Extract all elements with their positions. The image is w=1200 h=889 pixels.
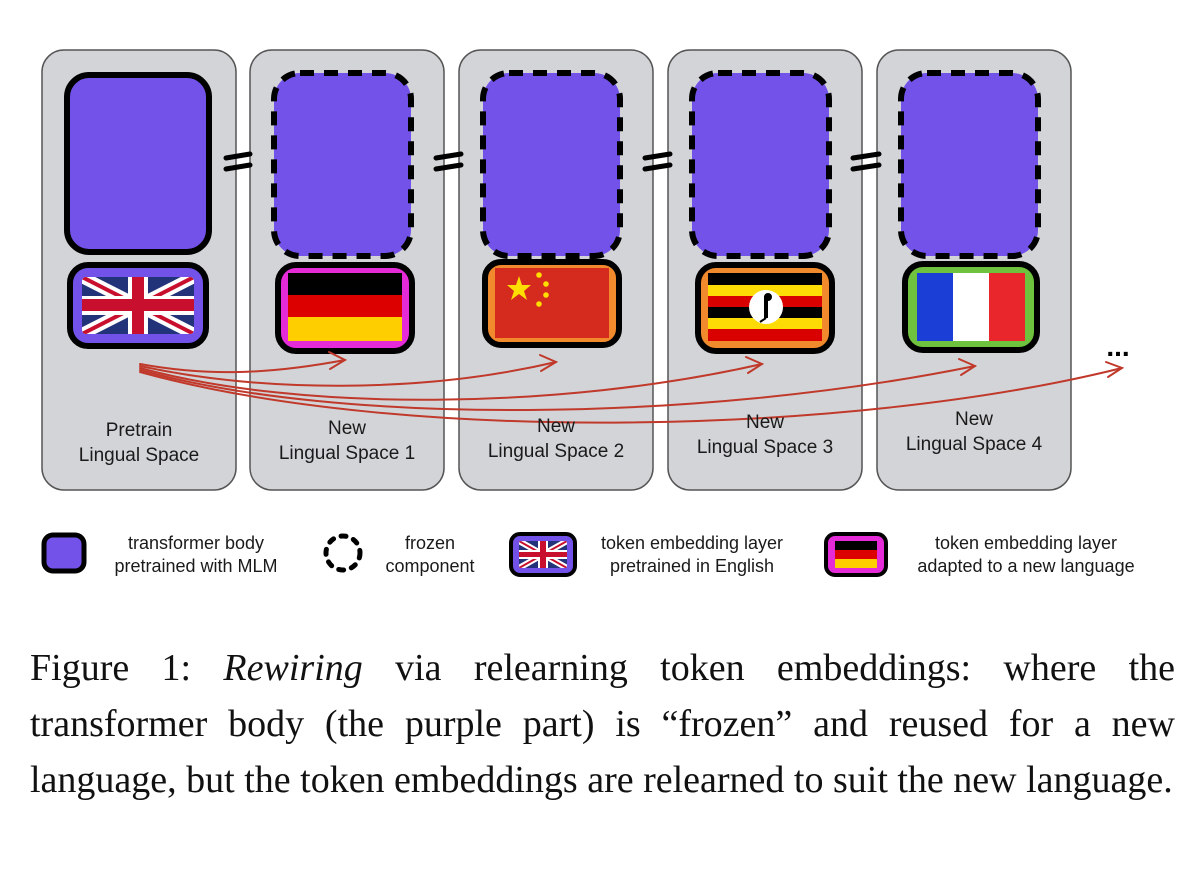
transformer-body-frozen-2 — [480, 70, 623, 259]
legend-pretrained-line2: pretrained in English — [610, 556, 774, 576]
france-flag-icon — [902, 261, 1040, 353]
arrow-to-space-3 — [139, 363, 763, 401]
equals-sign-2 — [433, 151, 464, 172]
legend-pretrained-line1: token embedding layer — [601, 533, 783, 553]
germany-flag-icon — [275, 262, 415, 354]
transformer-body-frozen-3 — [689, 70, 832, 259]
transformer-body-frozen-4 — [898, 70, 1041, 259]
relearning-arrows — [139, 351, 1125, 424]
equals-sign-4 — [850, 151, 882, 172]
arrow-to-space-1 — [139, 359, 346, 374]
uganda-flag-icon — [695, 262, 835, 354]
panel-label-line2: Lingual Space 2 — [488, 441, 624, 462]
arrow-to-space-4 — [139, 365, 976, 412]
legend-frozen-line1: frozen — [405, 533, 455, 553]
caption-text: via relearning token embeddings: where t… — [30, 647, 1175, 801]
china-flag-icon — [482, 259, 622, 348]
germany-flag-legend-icon — [824, 532, 888, 577]
arrow-to-space-2 — [139, 361, 557, 387]
legend-adapted-line2: adapted to a new language — [917, 556, 1134, 576]
caption-emphasis: Rewiring — [223, 647, 363, 689]
uk-flag-legend-icon — [509, 532, 577, 577]
panel-label-line1: Pretrain — [106, 420, 173, 441]
ellipsis: ... — [1106, 331, 1129, 362]
legend: transformer body pretrained with MLM fro… — [41, 532, 1135, 577]
figure-caption: Figure 1: Rewiring via relearning token … — [30, 640, 1175, 808]
legend-body-line1: transformer body — [128, 533, 264, 553]
panel-label-line2: Lingual Space 3 — [697, 437, 833, 458]
panel-label-line1: New — [955, 409, 993, 430]
equals-sign-1 — [223, 151, 253, 172]
uk-flag-icon — [67, 262, 209, 349]
panel-label-line2: Lingual Space 1 — [279, 443, 415, 464]
equals-sign-3 — [642, 151, 673, 172]
transformer-body-pretrain — [64, 72, 212, 255]
transformer-body-frozen-1 — [271, 70, 414, 259]
dashed-circle-icon — [323, 533, 363, 573]
purple-block-icon — [41, 532, 87, 574]
panel-label-line2: Lingual Space — [79, 445, 199, 466]
panel-label-line2: Lingual Space 4 — [906, 434, 1043, 455]
panel-label-line1: New — [328, 418, 366, 439]
caption-prefix: Figure 1: — [30, 647, 224, 689]
arrow-to-more — [139, 367, 1123, 424]
legend-body-line2: pretrained with MLM — [114, 556, 277, 576]
legend-adapted-line1: token embedding layer — [935, 533, 1117, 553]
panel-label-line1: New — [746, 412, 784, 433]
legend-frozen-line2: component — [385, 556, 474, 576]
panel-label-line1: New — [537, 416, 575, 437]
